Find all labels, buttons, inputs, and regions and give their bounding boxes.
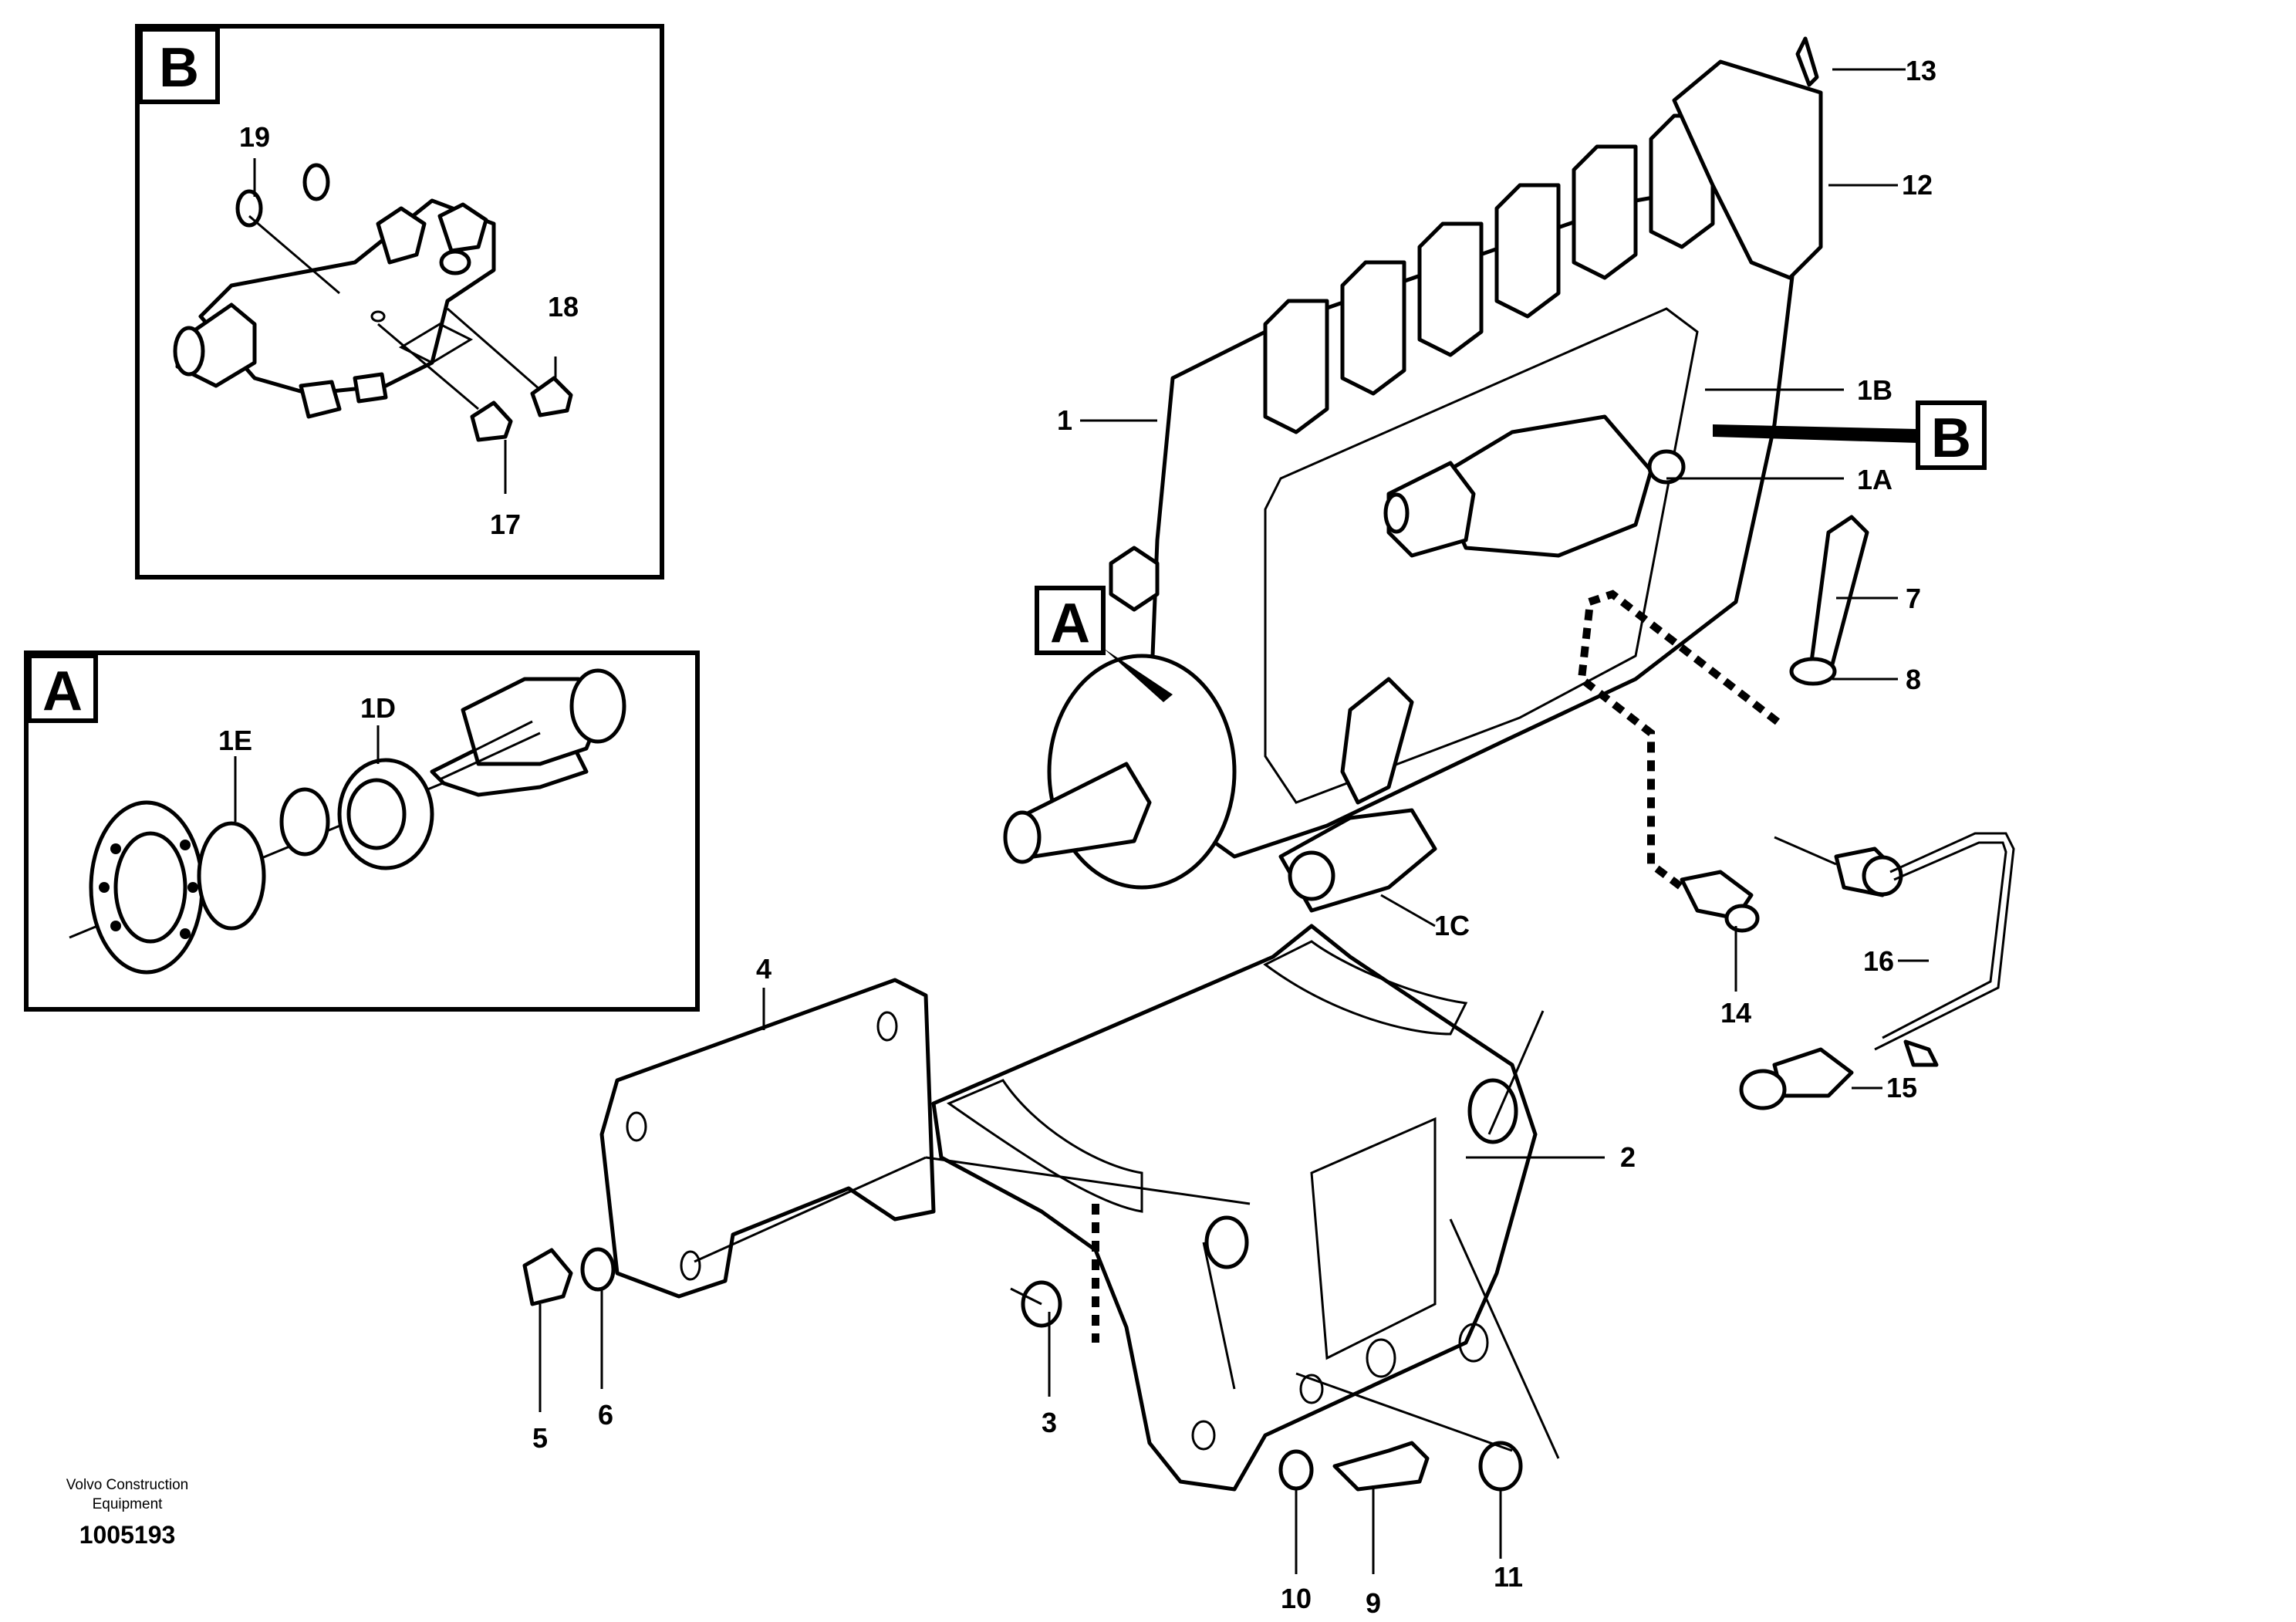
callout-1c: 1C [1434,910,1470,941]
bushing-11 [1478,1441,1523,1492]
callout-17: 17 [490,509,521,540]
callout-1d: 1D [360,692,396,724]
inset-a-frame [24,650,700,1012]
callout-13: 13 [1906,55,1936,86]
coupling-end [1003,654,1237,890]
callout-6: 6 [598,1399,613,1431]
view-marker-b-label: B [1931,407,1971,469]
plate-4 [599,978,936,1299]
callout-2: 2 [1620,1141,1636,1173]
callout-15: 15 [1886,1072,1917,1103]
callout-7: 7 [1906,583,1921,614]
bolt-17 [470,400,513,442]
washer-10 [1278,1449,1314,1491]
harness-dash-a [1588,590,1785,728]
inset-a: A 1E 1D [24,650,700,1012]
callout-5: 5 [532,1422,548,1454]
leader-lines [539,68,1929,1574]
callout-4: 4 [756,953,772,985]
washer-19-b [302,163,330,201]
callout-10: 10 [1281,1583,1312,1614]
harness-dash-b [1577,609,1684,890]
bracket-2 [931,924,1538,1492]
cover-12 [1672,59,1823,280]
bolt-9 [1332,1441,1430,1492]
inset-a-label: A [42,661,83,722]
pipe-15 [1874,832,2015,1051]
overflow-valve-1c [1278,677,1437,913]
inset-b-frame [135,24,664,580]
callout-1a: 1A [1857,464,1893,495]
connector-15 [1739,1047,1854,1110]
inset-b: B 19 18 17 [135,24,664,580]
view-marker-a: A [1035,586,1106,655]
drive-shaft [430,668,626,797]
view-marker-a-label: A [1050,593,1090,654]
bolt-16 [1903,1039,1939,1067]
inset-a-label-box [27,654,98,723]
spacer-ring [279,787,330,857]
callout-9: 9 [1366,1587,1381,1619]
bolt-18 [530,376,573,417]
callout-16: 16 [1863,945,1894,977]
view-a-arrow [1103,648,1173,702]
view-marker-b: B [1916,400,1987,470]
callout-12: 12 [1902,169,1933,201]
coupling-flange [89,800,204,975]
injection-pump-assembly [1003,36,1823,913]
callout-1e: 1E [218,725,252,756]
callout-18: 18 [548,291,579,323]
inset-b-label: B [159,37,199,99]
callout-14: 14 [1720,997,1751,1029]
sensor-16 [1834,846,1903,897]
washer-8 [1789,657,1837,686]
adapter-1a [1383,414,1653,558]
plug [1109,546,1160,612]
callout-1: 1 [1057,404,1072,436]
callout-19: 19 [239,121,270,153]
footer-company-line2: Equipment [93,1496,164,1512]
washer-6 [580,1247,616,1292]
callout-11: 11 [1494,1561,1523,1593]
o-ring-1e [197,821,266,931]
callout-1b: 1B [1857,374,1893,406]
footer-company-line1: Volvo Construction [66,1477,188,1493]
bearing-1d [337,758,434,870]
callout-8: 8 [1906,664,1921,695]
screw-13 [1795,36,1819,87]
bolt-5 [522,1248,573,1306]
adapter-housing-detail [173,198,496,419]
sensor-14 [1680,870,1760,933]
inset-b-label-box [138,27,220,104]
callout-3: 3 [1042,1407,1057,1438]
document-number: 1005193 [79,1521,176,1549]
fitting-1b [1647,449,1686,485]
washer-19-a [235,189,263,228]
view-b-arrow [1713,424,1918,443]
